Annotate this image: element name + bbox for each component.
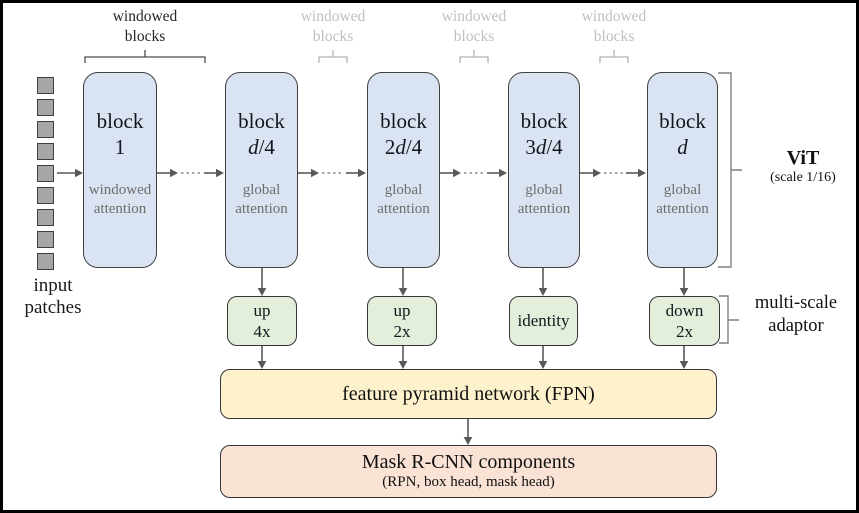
input-patch <box>37 121 54 138</box>
arrow-block2d4-to-up2x <box>398 268 408 296</box>
adaptor-identity: identity <box>509 296 578 346</box>
arrow-block1-to-blockd4 <box>157 168 224 178</box>
adaptor-up2x: up 2x <box>367 296 437 346</box>
input-patch <box>37 77 54 94</box>
windowed-blocks-label-1: windowed blocks <box>112 8 178 46</box>
arrow-block3d4-to-blockd <box>580 168 646 178</box>
windowed-blocks-label-2: windowed blocks <box>300 8 366 46</box>
arrow-identity-to-fpn <box>538 346 548 369</box>
input-patches-column <box>37 77 54 270</box>
arrow-up2x-to-fpn <box>398 346 408 369</box>
mask-rcnn-box: Mask R-CNN components (RPN, box head, ma… <box>220 445 717 498</box>
input-patch <box>37 209 54 226</box>
adaptor-down2x: down 2x <box>649 296 720 346</box>
windowed-blocks-bracket-1 <box>84 50 206 63</box>
input-patch <box>37 143 54 160</box>
input-patch <box>37 231 54 248</box>
windowed-blocks-label-4: windowed blocks <box>581 8 647 46</box>
arrow-fpn-to-mask <box>463 419 473 445</box>
arrow-blockd4-to-block2d4 <box>298 168 366 178</box>
vit-scope-bracket <box>718 72 742 268</box>
input-patch <box>37 253 54 270</box>
input-patches-label: input patches <box>24 275 82 318</box>
input-patch <box>37 99 54 116</box>
windowed-blocks-bracket-2 <box>318 50 348 63</box>
input-patch <box>37 187 54 204</box>
multiscale-adaptor-label: multi-scale adaptor <box>754 293 838 337</box>
arrow-down2x-to-fpn <box>679 346 689 369</box>
vit-scope-label: ViT (scale 1/16) <box>770 147 836 185</box>
fpn-box: feature pyramid network (FPN) <box>220 369 717 419</box>
arrow-blockd4-to-up4x <box>257 268 267 296</box>
windowed-blocks-label-3: windowed blocks <box>441 8 507 46</box>
multiscale-adaptor-bracket <box>719 295 739 344</box>
arrow-block2d4-to-block3d4 <box>440 168 507 178</box>
windowed-blocks-bracket-3 <box>459 50 489 63</box>
adaptor-up4x: up 4x <box>227 296 297 346</box>
arrow-blockd-to-down2x <box>679 268 689 296</box>
arrow-block3d4-to-identity <box>538 268 548 296</box>
arrow-up4x-to-fpn <box>257 346 267 369</box>
arrow-patches-to-block1 <box>57 168 83 178</box>
input-patch <box>37 165 54 182</box>
windowed-blocks-bracket-4 <box>599 50 629 63</box>
